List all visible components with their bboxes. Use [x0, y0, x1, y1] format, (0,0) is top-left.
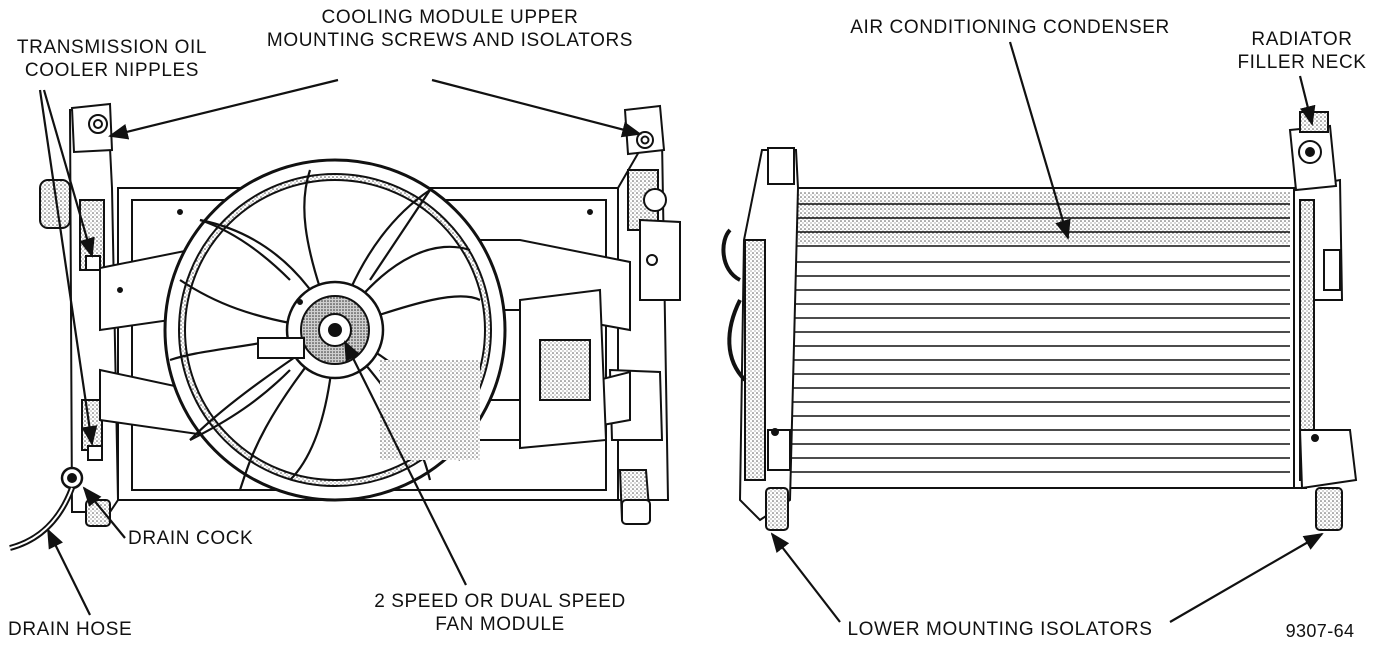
label-drain-cock: DRAIN COCK	[128, 528, 254, 549]
condenser-assembly	[721, 111, 1358, 531]
arrow-upper-screw-right	[431, 78, 642, 138]
radiator-fan-assembly	[9, 102, 681, 551]
arrow-fan-module	[344, 340, 467, 586]
arrow-lower-isolator-left	[770, 532, 841, 623]
drain-hose	[9, 486, 75, 551]
label-radiator-filler-neck: RADIATOR FILLER NECK	[1237, 29, 1367, 73]
oil-cooler-nipple-upper	[85, 255, 101, 271]
arrow-drain-hose	[47, 528, 91, 616]
label-cooling-module-upper: COOLING MODULE UPPER MOUNTING SCREWS AND…	[266, 7, 634, 51]
figure-number: 9307-64	[1285, 621, 1355, 641]
arrow-drain-cock	[82, 486, 126, 539]
label-lower-mounting-isolators: LOWER MOUNTING ISOLATORS	[847, 619, 1153, 640]
arrow-upper-screw-left	[108, 78, 339, 140]
condenser-tubes	[790, 203, 1290, 473]
label-air-conditioning-condenser: AIR CONDITIONING CONDENSER	[850, 17, 1170, 38]
arrow-ac-condenser	[1008, 41, 1071, 240]
label-fan-module: 2 SPEED OR DUAL SPEED FAN MODULE	[374, 591, 626, 635]
arrow-lower-isolator-right	[1169, 533, 1324, 623]
label-drain-hose: DRAIN HOSE	[8, 619, 133, 640]
arrow-filler-neck	[1298, 75, 1316, 126]
arrow-oil-cooler-upper	[42, 89, 95, 258]
leader-lines	[38, 41, 1324, 623]
arrow-oil-cooler-lower	[38, 89, 98, 446]
oil-cooler-nipple-lower	[87, 445, 103, 461]
label-transmission-oil-cooler: TRANSMISSION OIL COOLER NIPPLES	[16, 37, 208, 81]
